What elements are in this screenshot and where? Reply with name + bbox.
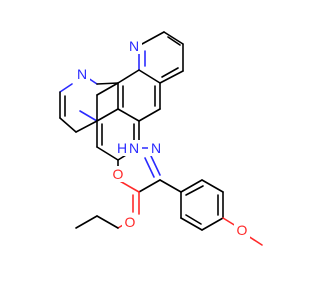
ester-group	[75, 179, 161, 229]
nitrogen-left-label: N	[77, 66, 87, 82]
carbonyl-oxygen-label: O	[113, 166, 124, 182]
molecule-structure: N N H N N O O O	[59, 31, 263, 246]
nh-hydrogen-label: H	[117, 140, 127, 156]
left-pyridine-ring	[59, 75, 119, 133]
methoxy-oxygen-label: O	[237, 222, 248, 238]
methoxyphenyl-ring	[159, 179, 263, 246]
nh-nitrogen-label: N	[129, 140, 139, 156]
left-pyridine-ring-upper	[96, 82, 119, 122]
imine-nitrogen-label: N	[151, 140, 161, 156]
atom-labels: N N H N N O O O	[74, 38, 250, 238]
ester-oxygen-label: O	[125, 214, 136, 230]
nitrogen-top-label: N	[129, 38, 139, 54]
right-pyridine-ring	[138, 31, 184, 84]
